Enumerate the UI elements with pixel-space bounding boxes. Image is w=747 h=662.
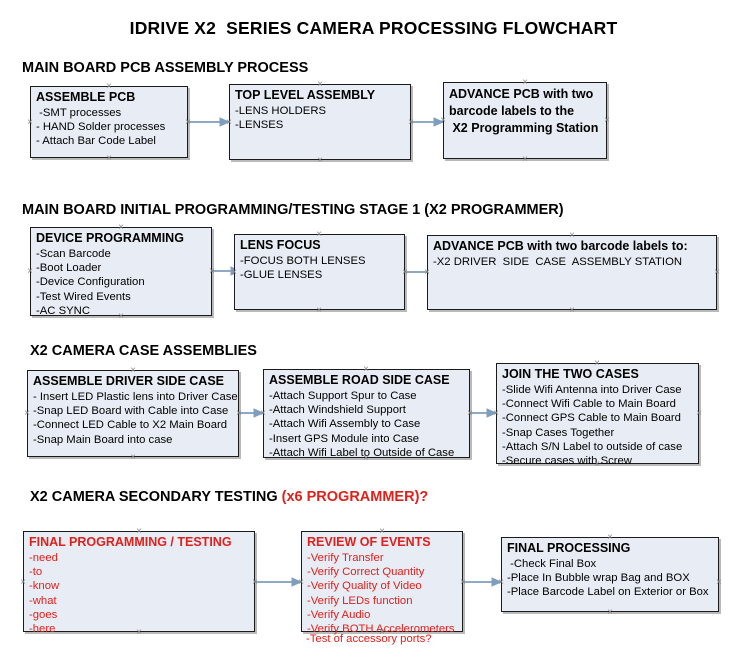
box-line: -Connect Wifi Cable to Main Board: [502, 398, 676, 411]
box-line: -LENSES: [235, 119, 284, 132]
box-line: -Check Final Box: [507, 558, 597, 570]
box-title: ASSEMBLE PCB: [36, 90, 136, 104]
box-line: -Attach Wifi Assembly to Case: [269, 418, 421, 431]
box-line: -Slide Wifi Antenna into Driver Case: [502, 384, 682, 396]
box-line: -Verify LEDs function: [307, 594, 413, 607]
box-line: -Snap Main Board into case: [33, 433, 173, 446]
box-line: -X2 DRIVER SIDE CASE ASSEMBLY STATION: [433, 256, 683, 268]
process-box-assemble-pcb[interactable]: ASSEMBLE PCB -SMT processes - HAND Solde…: [30, 86, 188, 158]
box-line: -Verify Quality of Video: [307, 580, 422, 593]
box-line: -FOCUS BOTH LENSES: [240, 255, 366, 267]
section-heading-2: MAIN BOARD INITIAL PROGRAMMING/TESTING S…: [22, 202, 564, 218]
box-line: -Snap LED Board with Cable into Case: [33, 405, 229, 418]
box-line: -Insert GPS Module into Case: [269, 432, 420, 445]
section-heading-3: X2 CAMERA CASE ASSEMBLIES: [30, 343, 257, 359]
box-line: -Place Barcode Label on Exterior or Box: [507, 586, 709, 599]
box-title: TOP LEVEL ASSEMBLY: [235, 88, 376, 102]
box-line: -Test Wired Events: [36, 290, 131, 303]
box-line: -Boot Loader: [36, 262, 102, 275]
box-line: - Attach Bar Code Label: [36, 135, 156, 148]
process-box-lens-focus[interactable]: LENS FOCUS -FOCUS BOTH LENSES -GLUE LENS…: [234, 234, 405, 310]
box-overflow-line: -Test of accessory ports?: [306, 633, 432, 645]
box-line: -goes: [29, 608, 58, 621]
box-title: ASSEMBLE DRIVER SIDE CASE: [33, 374, 225, 388]
process-box-review-of-events[interactable]: REVIEW OF EVENTS -Verify Transfer -Verif…: [301, 531, 463, 635]
box-line: -know: [29, 580, 60, 593]
box-line: -Attach S/N Label to outside of case: [502, 440, 683, 453]
box-line: -Verify Audio: [307, 608, 371, 621]
box-line: -here: [29, 623, 56, 636]
box-title: FINAL PROGRAMMING / TESTING: [29, 535, 232, 549]
box-line: -LENS HOLDERS: [235, 105, 327, 117]
box-line: -Attach Windshield Support: [269, 404, 406, 417]
box-line: -Attach Support Spur to Case: [269, 390, 417, 402]
box-line: -to: [29, 566, 43, 579]
box-line: -GLUE LENSES: [240, 269, 323, 282]
box-line: -Snap Cases Together: [502, 426, 615, 439]
box-line: -Scan Barcode: [36, 248, 111, 260]
process-box-final-programming-testing[interactable]: FINAL PROGRAMMING / TESTING -need -to -k…: [23, 531, 255, 635]
page-title: IDRIVE X2 SERIES CAMERA PROCESSING FLOWC…: [129, 18, 618, 38]
process-box-device-programming[interactable]: DEVICE PROGRAMMING -Scan Barcode -Boot L…: [30, 227, 212, 317]
box-line: -Place In Bubble wrap Bag and BOX: [507, 572, 690, 585]
box-title: JOIN THE TWO CASES: [502, 367, 639, 381]
section-heading-1: MAIN BOARD PCB ASSEMBLY PROCESS: [22, 60, 308, 76]
box-line: - Insert LED Plastic lens into Driver Ca…: [33, 391, 238, 403]
process-box-advance-pcb-driver-side[interactable]: ADVANCE PCB with two barcode labels to: …: [427, 235, 717, 310]
process-box-top-level-assembly[interactable]: TOP LEVEL ASSEMBLY -LENS HOLDERS -LENSES: [229, 84, 411, 160]
box-line: -Verify Correct Quantity: [307, 566, 425, 579]
process-box-advance-pcb-station[interactable]: ADVANCE PCB with two barcode labels to t…: [443, 82, 607, 159]
box-line: -Secure cases with Screw: [502, 455, 632, 468]
process-box-assemble-road-side-case[interactable]: ASSEMBLE ROAD SIDE CASE -Attach Support …: [263, 369, 470, 459]
process-box-assemble-driver-side-case[interactable]: ASSEMBLE DRIVER SIDE CASE - Insert LED P…: [27, 370, 239, 457]
section-heading-4-accent: (x6 PROGRAMMER)?: [281, 489, 429, 505]
box-line: -AC SYNC: [36, 304, 90, 317]
box-title: LENS FOCUS: [240, 238, 321, 252]
box-line: - HAND Solder processes: [36, 121, 166, 134]
box-title: ADVANCE PCB with two barcode labels to t…: [449, 87, 599, 135]
box-line: -Device Configuration: [36, 276, 145, 289]
box-line: -Connect GPS Cable to Main Board: [502, 412, 681, 425]
section-heading-3-text: X2 CAMERA CASE ASSEMBLIES: [30, 343, 257, 359]
box-line: -need: [29, 552, 58, 564]
box-line: -SMT processes: [36, 107, 122, 119]
box-line: -Verify Transfer: [307, 552, 384, 564]
box-line: -what: [29, 594, 57, 607]
section-heading-4-text: X2 CAMERA SECONDARY TESTING: [30, 489, 282, 505]
section-heading-2-text: MAIN BOARD INITIAL PROGRAMMING/TESTING S…: [22, 202, 564, 218]
process-box-join-the-two-cases[interactable]: JOIN THE TWO CASES -Slide Wifi Antenna i…: [496, 363, 699, 467]
box-line: -Connect LED Cable to X2 Main Board: [33, 419, 228, 432]
box-title: REVIEW OF EVENTS: [307, 535, 431, 549]
box-line: -Verify BOTH Accelerometers: [307, 623, 455, 636]
box-title: DEVICE PROGRAMMING: [36, 231, 184, 245]
box-title: FINAL PROCESSING: [507, 541, 631, 555]
process-box-final-processing[interactable]: FINAL PROCESSING -Check Final Box -Place…: [501, 537, 719, 612]
section-heading-4: X2 CAMERA SECONDARY TESTING (x6 PROGRAMM…: [30, 489, 428, 505]
box-line: -Attach Wifi Label to Outside of Case: [269, 446, 455, 459]
section-heading-1-text: MAIN BOARD PCB ASSEMBLY PROCESS: [22, 60, 309, 76]
box-title: ADVANCE PCB with two barcode labels to:: [433, 239, 688, 253]
box-title: ASSEMBLE ROAD SIDE CASE: [269, 373, 450, 387]
